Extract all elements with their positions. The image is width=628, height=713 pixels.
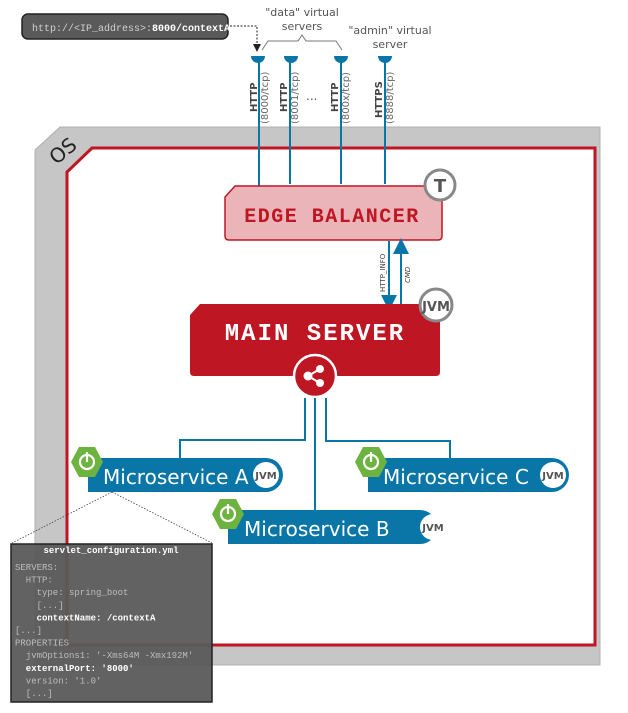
config-line: jvmOptions1: '-Xms64M -Xmx192M': [15, 651, 193, 661]
config-line: externalPort: '8000': [15, 664, 134, 674]
jvm-badge-icon: [540, 462, 566, 488]
data-group-brace: [261, 34, 343, 51]
svg-text:JVM: JVM: [421, 523, 443, 534]
jvm-badge-icon: [418, 287, 454, 323]
svg-text:JVM: JVM: [254, 471, 276, 482]
url-dashed-arrow: [230, 25, 261, 52]
microservice-b[interactable]: Microservice B JVM: [212, 499, 446, 544]
svg-text:T: T: [434, 176, 447, 197]
microservice-a[interactable]: Microservice A JVM: [71, 447, 283, 492]
microservice-c[interactable]: Microservice C JVM: [355, 447, 569, 492]
edge-balancer[interactable]: EDGE BALANCER T: [224, 168, 457, 241]
svg-text:HTTP_INFO: HTTP_INFO: [379, 253, 387, 292]
svg-text:(8001/tcp): (8001/tcp): [290, 72, 301, 124]
svg-text:HTTP: HTTP: [330, 82, 341, 112]
svg-text:(8888/tcp): (8888/tcp): [385, 72, 396, 124]
svg-text:JVM: JVM: [421, 300, 450, 315]
jvm-badge-icon: [420, 514, 446, 540]
svg-text:CMD: CMD: [404, 266, 412, 283]
config-line: version: '1.0': [15, 676, 101, 686]
svg-text:(8000/tcp): (8000/tcp): [260, 72, 271, 124]
svg-text:HTTPS: HTTPS: [374, 81, 385, 118]
config-line: [...]: [15, 626, 42, 636]
ports-ellipsis: ...: [306, 89, 317, 103]
os-inner-frame: [65, 146, 597, 647]
tomcat-badge-icon: [423, 168, 457, 202]
url-box: [21, 13, 229, 40]
config-line: [...]: [15, 689, 53, 699]
svg-text:Microservice C: Microservice C: [383, 465, 529, 489]
config-line: SERVERS:: [15, 563, 58, 573]
main-server-label: MAIN SERVER: [225, 321, 405, 348]
share-icon: [303, 365, 324, 387]
link-ms-c: [325, 398, 451, 458]
jvm-badge-icon: [253, 462, 279, 488]
share-hub-icon: [292, 353, 338, 399]
svg-text:HTTP: HTTP: [249, 82, 260, 112]
config-panel: servlet_configuration.yml SERVERS: HTTP:…: [10, 543, 213, 703]
svg-text:Microservice A: Microservice A: [103, 465, 249, 489]
config-filename: servlet_configuration.yml: [43, 546, 179, 556]
config-line: type: spring_boot: [15, 588, 128, 598]
port-800x[interactable]: HTTP (800x/tcp): [330, 56, 352, 184]
svg-text:Microservice B: Microservice B: [244, 517, 390, 541]
url-text: http://<IP_address>:8000/contextA: [32, 23, 230, 35]
config-line: contextName: /contextA: [15, 613, 156, 623]
config-line: HTTP:: [15, 576, 53, 586]
config-line: [...]: [15, 601, 64, 611]
edge-balancer-label: EDGE BALANCER: [244, 206, 420, 229]
main-server[interactable]: MAIN SERVER JVM: [190, 287, 454, 399]
svg-text:JVM: JVM: [541, 471, 563, 482]
link-ms-a: [179, 398, 306, 458]
svg-text:HTTP: HTTP: [279, 82, 290, 112]
port-8888[interactable]: HTTPS (8888/tcp): [374, 56, 396, 184]
port-8000[interactable]: HTTP (8000/tcp): [249, 56, 271, 196]
port-8001[interactable]: HTTP (8001/tcp): [279, 56, 301, 184]
svg-text:(800x/tcp): (800x/tcp): [341, 72, 352, 124]
config-line: PROPERTIES: [15, 639, 69, 649]
